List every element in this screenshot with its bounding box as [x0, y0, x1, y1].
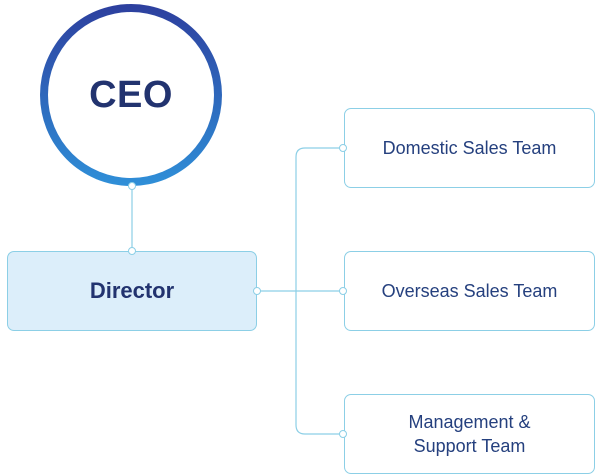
director-node: Director — [7, 251, 257, 331]
team-label: Overseas Sales Team — [381, 281, 558, 301]
team-node-management-support: Management & Support Team — [344, 394, 595, 474]
ceo-node: CEO — [40, 4, 222, 186]
team-label: Domestic Sales Team — [382, 138, 557, 158]
connector-dot-director-top — [128, 247, 136, 255]
connector-dot-ceo — [128, 182, 136, 190]
connector-dot-team-2 — [339, 287, 347, 295]
connector-dot-team-3 — [339, 430, 347, 438]
ceo-label: CEO — [89, 73, 173, 116]
team-node-overseas-sales: Overseas Sales Team — [344, 251, 595, 331]
director-label: Director — [89, 278, 175, 303]
connector-dot-director-right — [253, 287, 261, 295]
connector-dot-team-1 — [339, 144, 347, 152]
team-label: Management & Support Team — [408, 412, 531, 456]
team-node-domestic-sales: Domestic Sales Team — [344, 108, 595, 188]
